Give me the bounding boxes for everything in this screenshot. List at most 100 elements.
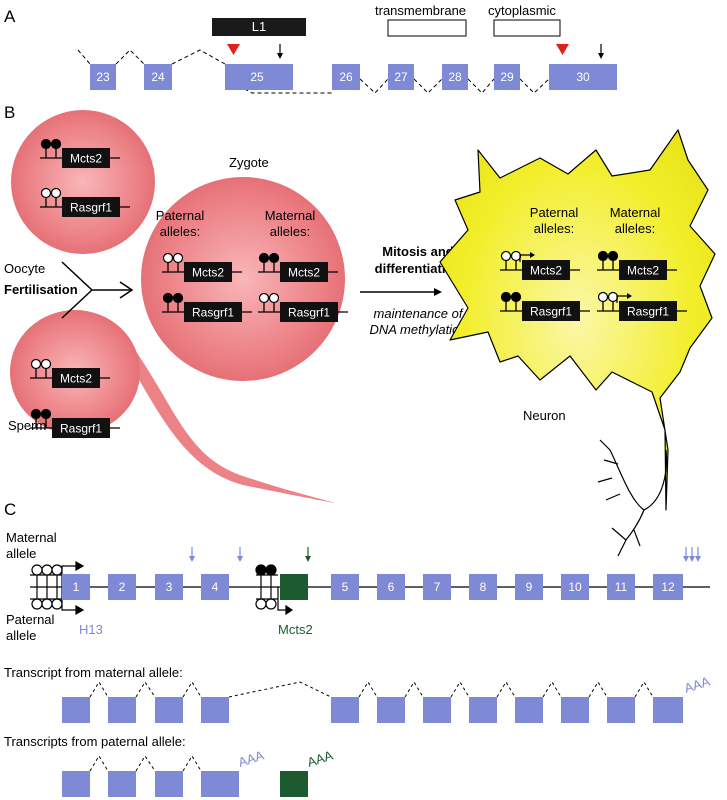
neuron-maternal-line1: Maternal bbox=[610, 205, 661, 220]
panel-a-letter: A bbox=[4, 7, 16, 26]
exon-2 bbox=[108, 574, 136, 600]
gene-construct-rasgrf1: Rasgrf1 bbox=[258, 292, 348, 322]
gene-box-mcts2 bbox=[522, 260, 570, 280]
methylated-cpg bbox=[40, 138, 52, 150]
panel-b-letter: B bbox=[4, 103, 15, 122]
exon-4-label: 4 bbox=[212, 580, 219, 594]
exon-10 bbox=[561, 574, 589, 600]
gene-label-rasgrf1: Rasgrf1 bbox=[70, 201, 112, 215]
methylated-cpg bbox=[268, 252, 280, 264]
oocyte-cell bbox=[11, 110, 155, 254]
gene-construct-rasgrf1: Rasgrf1 bbox=[597, 291, 687, 321]
h13-promoter-methylation bbox=[30, 560, 85, 616]
gene-label-mcts2: Mcts2 bbox=[530, 264, 562, 278]
gene-box-rasgrf1 bbox=[62, 197, 120, 217]
exon-24-label: 24 bbox=[151, 70, 165, 84]
neuron-paternal-line1: Paternal bbox=[530, 205, 579, 220]
unmethylated-cpg bbox=[607, 291, 619, 303]
exon-12-label: 12 bbox=[661, 580, 675, 594]
gene-construct-rasgrf1: Rasgrf1 bbox=[40, 187, 130, 217]
methylated-cpg bbox=[510, 291, 522, 303]
cytoplasmic-domain-box bbox=[493, 19, 561, 37]
mitosis-line1: Mitosis and bbox=[382, 244, 454, 259]
unmethylated-cpg bbox=[268, 292, 280, 304]
mitosis-arrowhead bbox=[434, 288, 442, 296]
exon-4 bbox=[201, 574, 229, 600]
fertilisation-arrows bbox=[61, 261, 134, 319]
gene-construct-rasgrf1: Rasgrf1 bbox=[500, 291, 590, 321]
exon-29-label: 29 bbox=[500, 70, 514, 84]
methylated-cpg bbox=[500, 291, 512, 303]
gene-construct-mcts2: Mcts2 bbox=[597, 250, 677, 280]
methylated-cpg bbox=[172, 292, 184, 304]
exon-7 bbox=[423, 574, 451, 600]
methylated-cpg bbox=[30, 408, 42, 420]
green-down-arrow-icon bbox=[305, 547, 311, 562]
panel-b: B Oocyte Sperm Fertilisation Zygote Pate… bbox=[4, 103, 716, 557]
exon-26 bbox=[332, 64, 360, 90]
gene-box-rasgrf1 bbox=[280, 302, 338, 322]
gene-box-mcts2 bbox=[619, 260, 667, 280]
gene-box-mcts2 bbox=[184, 262, 232, 282]
gene-box-rasgrf1 bbox=[52, 418, 110, 438]
maternal-transcript: AAA bbox=[62, 673, 712, 723]
exon-8 bbox=[469, 574, 497, 600]
unmethylated-cpg bbox=[172, 252, 184, 264]
exon-27 bbox=[388, 64, 414, 90]
fertilisation-label: Fertilisation bbox=[4, 282, 78, 297]
exon-9 bbox=[515, 574, 543, 600]
gene-label-rasgrf1: Rasgrf1 bbox=[192, 306, 234, 320]
red-triangle-marker bbox=[227, 44, 240, 55]
exon-7-label: 7 bbox=[434, 580, 441, 594]
sperm-label: Sperm bbox=[8, 418, 46, 433]
gene-constructs: Mcts2Rasgrf1Mcts2Rasgrf1Mcts2Rasgrf1Mcts… bbox=[30, 138, 687, 438]
exon-27-label: 27 bbox=[394, 70, 408, 84]
blue-down-arrow-icon bbox=[683, 547, 689, 562]
paternal-h13-polya-label: AAA bbox=[236, 747, 266, 769]
zygote-cell bbox=[141, 177, 345, 381]
exon-23-label: 23 bbox=[96, 70, 110, 84]
zygote-label: Zygote bbox=[229, 155, 269, 170]
unmethylated-cpg bbox=[30, 358, 42, 370]
unmethylated-cpg bbox=[162, 252, 174, 264]
gene-construct-mcts2: Mcts2 bbox=[40, 138, 120, 168]
panel-c-exons: 1 2 3 4 5 6 7 8 9 10 11 12 bbox=[62, 574, 683, 600]
panel-c-letter: C bbox=[4, 500, 16, 519]
mitosis-line2: differentiation bbox=[375, 261, 462, 276]
gene-box-mcts2 bbox=[62, 148, 110, 168]
gene-label-mcts2: Mcts2 bbox=[288, 266, 320, 280]
panel-a-exons: 23 24 25 26 27 28 29 30 bbox=[90, 64, 617, 90]
transcript-maternal-label: Transcript from maternal allele: bbox=[4, 665, 183, 680]
methylated-cpg bbox=[40, 408, 52, 420]
down-arrow-icon bbox=[598, 44, 604, 59]
gene-label-mcts2: Mcts2 bbox=[70, 152, 102, 166]
mcts2-exon bbox=[280, 574, 308, 600]
gene-box-rasgrf1 bbox=[619, 301, 677, 321]
transcripts-paternal-label: Transcripts from paternal allele: bbox=[4, 734, 186, 749]
gene-construct-mcts2: Mcts2 bbox=[30, 358, 110, 388]
exon-1-label: 1 bbox=[73, 580, 80, 594]
exon-8-label: 8 bbox=[480, 580, 487, 594]
exon-28-label: 28 bbox=[448, 70, 462, 84]
exon-29 bbox=[494, 64, 520, 90]
transmembrane-label: transmembrane bbox=[375, 3, 466, 18]
exon-3 bbox=[155, 574, 183, 600]
gene-box-mcts2 bbox=[52, 368, 100, 388]
gene-label-rasgrf1: Rasgrf1 bbox=[530, 305, 572, 319]
unmethylated-cpg bbox=[40, 358, 52, 370]
exon-1 bbox=[62, 574, 90, 600]
gene-box-mcts2 bbox=[280, 262, 328, 282]
panel-c: C Maternal allele Paternal allele bbox=[4, 500, 712, 797]
exon-28 bbox=[442, 64, 468, 90]
exon-11-label: 11 bbox=[615, 580, 628, 594]
gene-label-mcts2: Mcts2 bbox=[627, 264, 659, 278]
maternal-allele-line1: Maternal bbox=[6, 530, 57, 545]
gene-label-mcts2: Mcts2 bbox=[60, 372, 92, 386]
exon-30-label: 30 bbox=[576, 70, 590, 84]
transmembrane-domain-box bbox=[387, 19, 467, 37]
gene-label-rasgrf1: Rasgrf1 bbox=[288, 306, 330, 320]
blue-down-arrow-icon bbox=[689, 547, 695, 562]
paternal-mcts2-polya-label: AAA bbox=[305, 747, 335, 769]
red-triangle-marker bbox=[556, 44, 569, 55]
